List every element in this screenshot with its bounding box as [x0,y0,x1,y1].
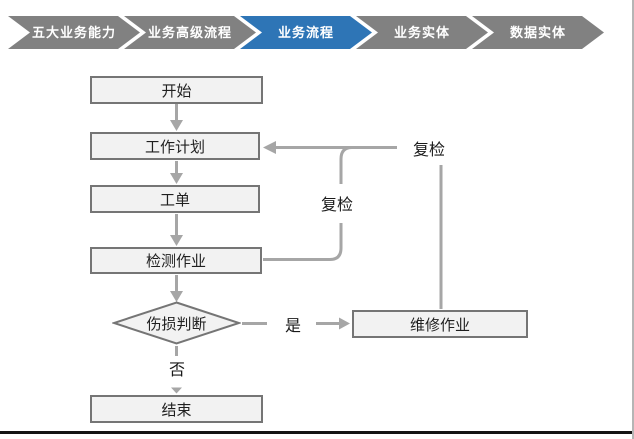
edge-label-recheck-repair: 复检 [410,136,448,160]
slide-bottom-edge [0,431,632,434]
arrowhead-plan-top [170,120,183,131]
edge-label-recheck-loop: 复检 [318,191,356,215]
node-start: 开始 [90,76,263,104]
edge-label-no: 否 [166,356,188,380]
tab-business-highlevel-process[interactable]: 业务高级流程 [124,16,256,49]
tab-data-entity[interactable]: 数据实体 [472,16,604,49]
arrowhead-repair-left [339,317,350,330]
node-repair-work: 维修作业 [352,310,528,338]
diamond-shape [112,301,241,345]
node-work-order: 工单 [90,185,260,213]
tab-five-business-capabilities[interactable]: 五大业务能力 [8,16,140,49]
edge-recheck-loop-top-corner [339,146,353,184]
tab-business-entity[interactable]: 业务实体 [356,16,488,49]
arrowhead-decision-top [170,291,183,302]
node-detection-work: 检测作业 [90,247,262,274]
breadcrumb-nav: 五大业务能力 业务高级流程 业务流程 业务实体 数据实体 [8,16,604,49]
node-damage-decision: 伤损判断 [112,301,241,345]
edge-recheck-loop-bottom [263,223,343,261]
arrowhead-end-top [171,387,182,394]
tab-business-process[interactable]: 业务流程 [240,16,372,49]
arrowhead-detect-top [170,235,183,246]
edge-label-yes: 是 [282,312,304,336]
decision-label: 伤损判断 [146,315,207,333]
arrowhead-plan-right [263,141,276,154]
node-end: 结束 [90,395,263,423]
arrowhead-order-top [170,173,183,184]
node-work-plan: 工作计划 [90,132,260,160]
